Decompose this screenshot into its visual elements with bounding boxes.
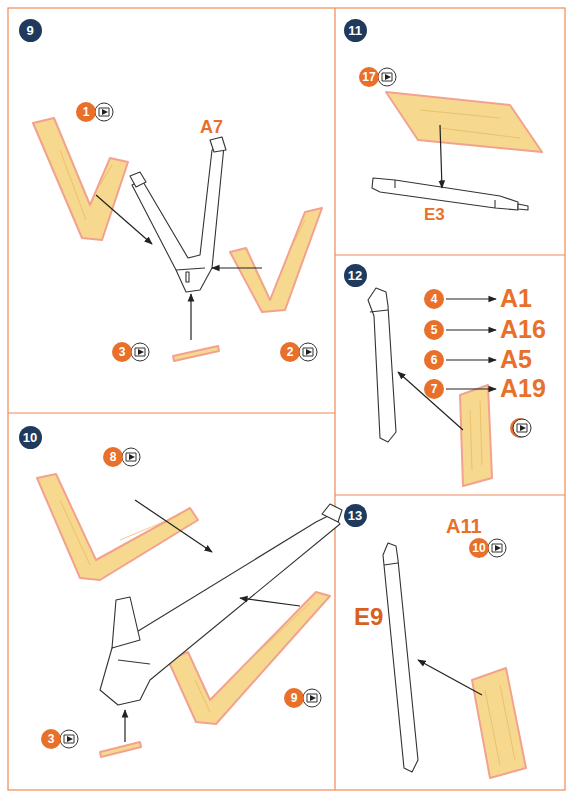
part-label: E3 (424, 206, 445, 223)
node-text: 8 (110, 451, 117, 463)
node-text: 10 (23, 431, 37, 444)
node-text: 9 (291, 692, 298, 704)
node-text: 7 (431, 383, 438, 395)
node-text: 9 (26, 24, 33, 37)
callout-number: 3 (41, 729, 61, 749)
callout-number: 5 (424, 320, 444, 340)
leader-arrow (96, 125, 496, 742)
part-label: A11 (446, 516, 482, 536)
callout-number: 1 (76, 102, 96, 122)
part-label: A16 (500, 317, 546, 342)
step-number: 11 (344, 19, 367, 42)
node-text: 5 (431, 324, 438, 336)
part-drawing (100, 137, 528, 772)
paint-icon (60, 68, 531, 748)
step-number: 13 (344, 504, 367, 527)
step-number: 9 (19, 19, 42, 42)
callout-number: 10 (469, 538, 489, 558)
node-text: 10 (472, 542, 485, 554)
callout-number: 7 (424, 379, 444, 399)
part-label: A5 (500, 347, 532, 372)
panel-frame (8, 8, 565, 790)
part-label: A7 (200, 118, 223, 136)
node-text: 4 (431, 293, 438, 305)
node-text: 13 (348, 509, 362, 522)
node-text: 12 (348, 269, 362, 282)
callout-number: 6 (424, 350, 444, 370)
node-text: 17 (362, 71, 375, 83)
step-number: 10 (19, 426, 42, 449)
node-text: 11 (348, 24, 362, 37)
callout-number: 8 (103, 447, 123, 467)
callout-number: 17 (359, 67, 379, 87)
node-text: 3 (119, 346, 126, 358)
node-text: 6 (431, 354, 438, 366)
part-label: A19 (500, 376, 546, 401)
callout-number: 2 (280, 342, 300, 362)
node-text: 3 (48, 733, 55, 745)
callout-number: 9 (284, 688, 304, 708)
part-label: E9 (354, 605, 383, 629)
step-number: 12 (344, 264, 367, 287)
node-text: 2 (287, 346, 294, 358)
node-text: 1 (83, 106, 90, 118)
decal (33, 92, 542, 778)
callout-number: 3 (112, 342, 132, 362)
decal-texture (60, 110, 520, 765)
callout-number: 4 (424, 289, 444, 309)
part-label: A1 (500, 286, 532, 311)
